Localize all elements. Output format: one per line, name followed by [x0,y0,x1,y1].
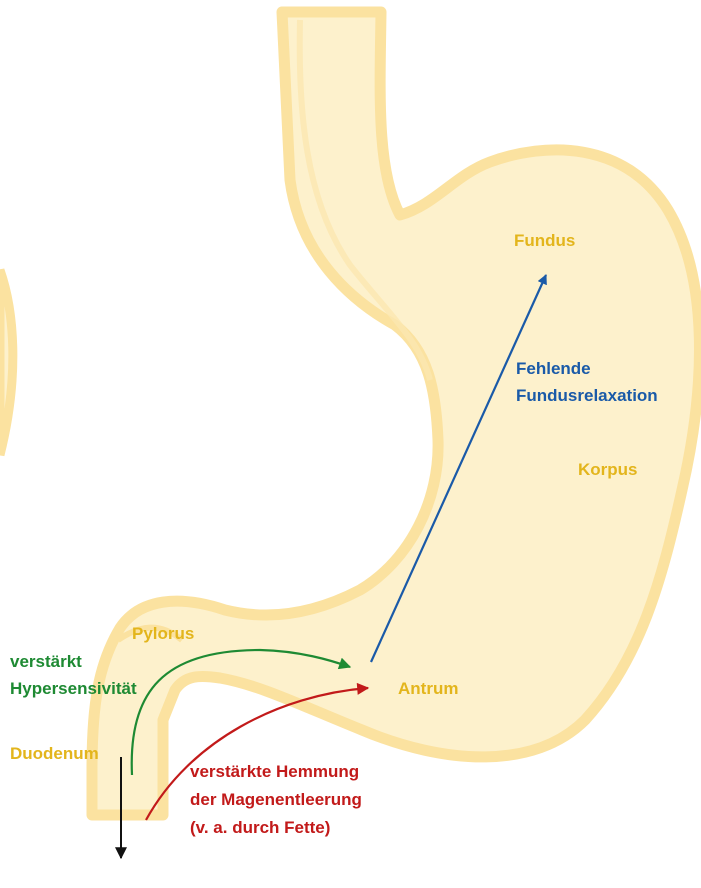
label-duodenum: Duodenum [10,744,99,763]
label-antrum: Antrum [398,679,458,698]
adjacent-organ-fragment [0,270,13,455]
label-pylorus: Pylorus [132,624,194,643]
label-fundus: Fundus [514,231,575,250]
stomach-body [92,12,699,815]
label-korpus: Korpus [578,460,638,479]
annotation-gastric-emptying: verstärkte Hemmung der Magenentleerung (… [190,762,367,837]
